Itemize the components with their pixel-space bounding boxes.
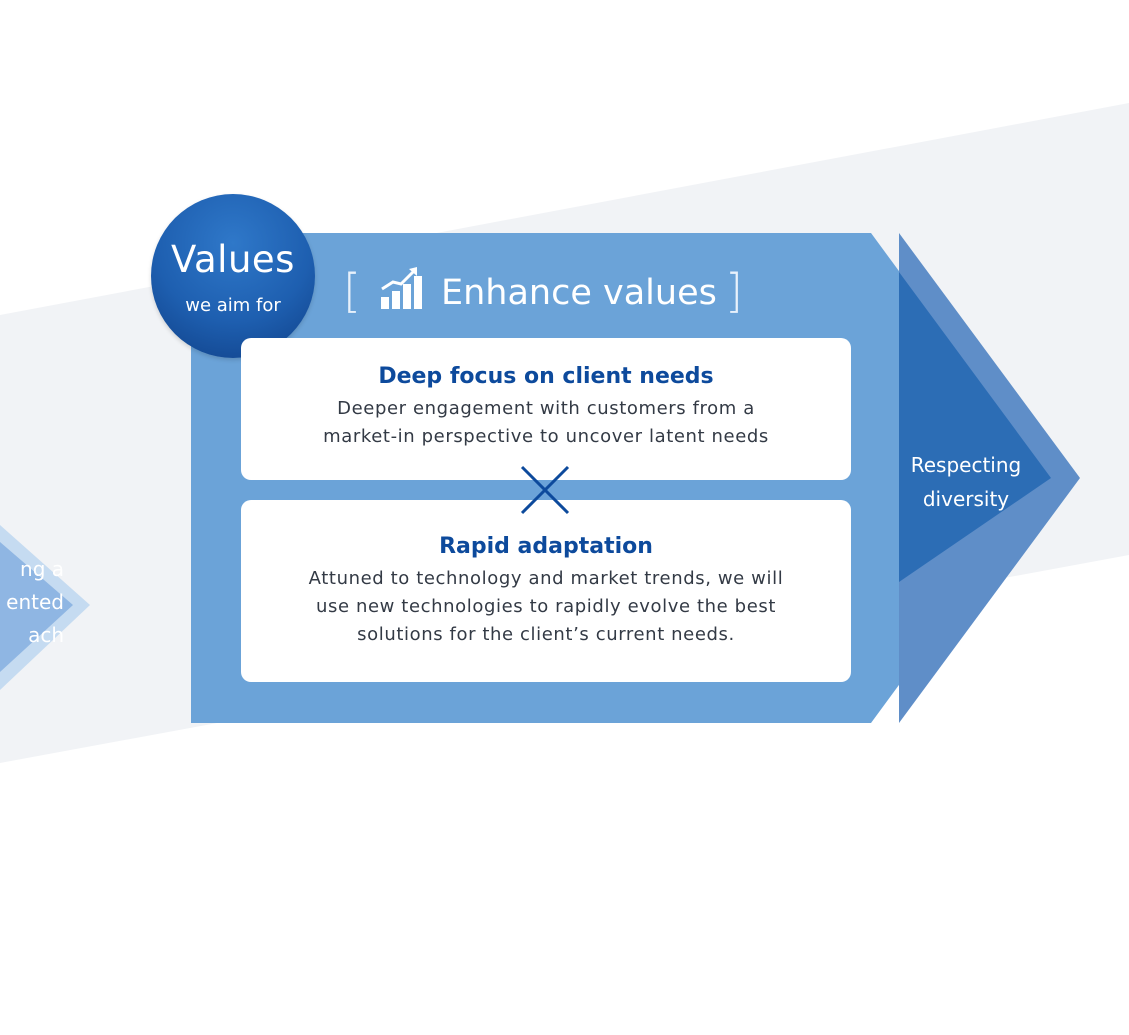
card-title: Rapid adaptation [439,534,653,559]
left-arrow-label: ng a ented ach [6,557,64,647]
bar-chart-rising-icon [381,267,422,309]
bracket-right: ] [725,264,743,318]
left-arrow-inner [0,542,73,672]
right-arrow-label: Respecting diversity [910,453,1022,511]
card-title: Deep focus on client needs [378,364,714,389]
card-body: Attuned to technology and market trends,… [308,568,784,645]
badge-title: Values [171,238,295,281]
card-rapid-adaptation: Rapid adaptation Attuned to technology a… [241,500,851,682]
heading-title: Enhance values [441,273,717,313]
card-body: Deeper engagement with customers from a … [323,398,769,447]
card-client-needs: Deep focus on client needs Deeper engage… [241,338,851,480]
badge-subtitle: we aim for [185,295,281,316]
values-badge: Values we aim for [151,194,315,358]
right-arrow-inner [899,272,1051,582]
bracket-left: [ [343,264,361,318]
section-heading: [ Enhance values ] [343,267,743,317]
cross-icon [520,465,570,515]
